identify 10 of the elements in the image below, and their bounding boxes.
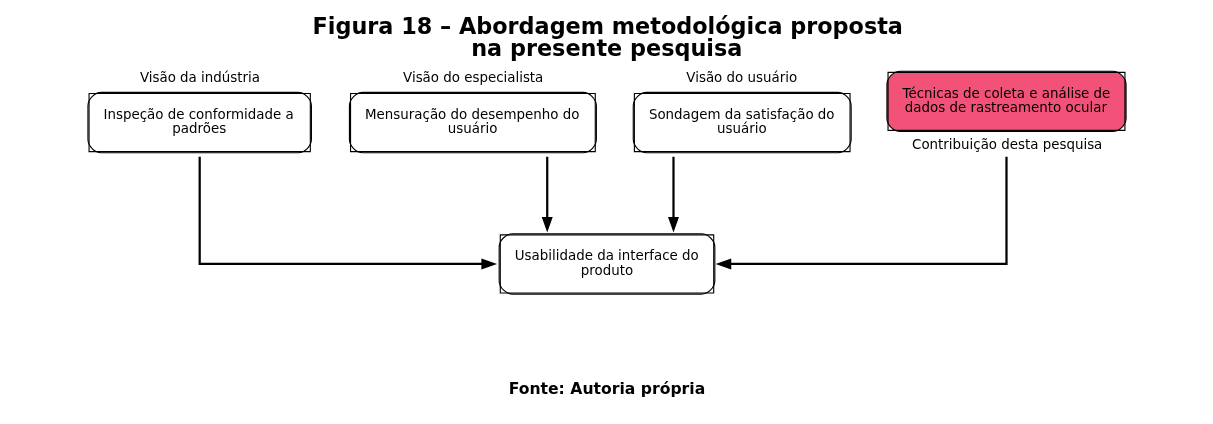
arrow	[667, 156, 679, 233]
node-label: Visão do usuário	[685, 69, 797, 85]
diagram-title: Figura 18 – Abordagem metodológica proposta na presente pesquisa	[312, 12, 903, 62]
node-label: Visão do especialista	[402, 69, 543, 85]
arrow	[541, 156, 553, 233]
caption: Fonte: Autoria própria	[508, 379, 705, 399]
arrow	[715, 156, 1008, 270]
node-label: Contribuição desta pesquisa	[911, 136, 1102, 152]
arrow	[198, 156, 497, 270]
node-label: Visão da indústria	[139, 69, 260, 85]
